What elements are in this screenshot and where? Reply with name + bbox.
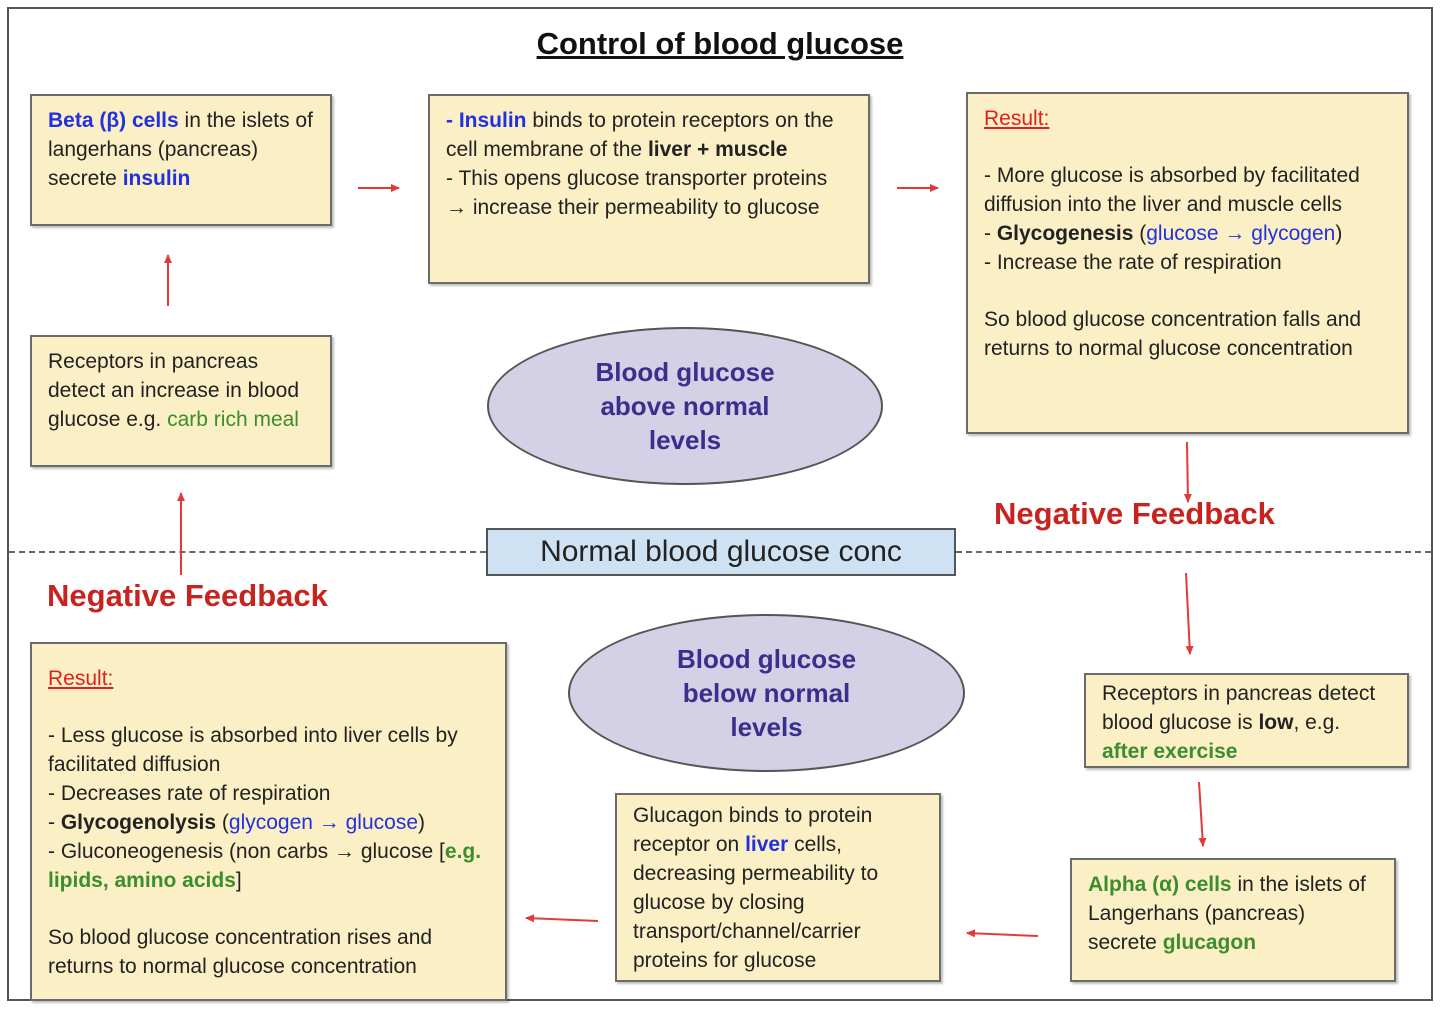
arrow-result-to-normal	[1183, 441, 1192, 503]
receptors-high-box: Receptors in pancreas detect an increase…	[30, 335, 332, 467]
alpha-cells-text: in the islets of Langerhans (pancreas) s…	[1088, 873, 1366, 954]
paren-close-low: )	[418, 811, 426, 834]
result-high-summary: So blood glucose concentration falls and…	[984, 308, 1362, 360]
below-normal-ellipse: Blood glucose below normal levels	[568, 614, 965, 772]
glucagon-action-box: Glucagon binds to protein receptor on li…	[615, 793, 941, 982]
result-high-box: Result: - More glucose is absorbed by fa…	[966, 92, 1409, 434]
result-low-line1: - Less glucose is absorbed into liver ce…	[48, 724, 458, 776]
after-exercise: after exercise	[1102, 740, 1238, 763]
result-high-heading: Result:	[984, 107, 1050, 130]
glycogen-to-glucose: glycogen → glucose	[228, 811, 419, 834]
result-high-line3: - Increase the rate of respiration	[984, 251, 1282, 274]
glucose-to-glycogen: glucose → glycogen	[1146, 222, 1336, 245]
insulin-action-box: - Insulin binds to protein receptors on …	[428, 94, 870, 284]
insulin-text: binds to protein receptors on the cell m…	[446, 109, 834, 161]
glucagon-text: Glucagon binds to protein receptor on	[633, 804, 873, 856]
below-normal-label: Blood glucose below normal levels	[676, 644, 857, 742]
above-normal-ellipse: Blood glucose above normal levels	[487, 327, 883, 485]
result-low-dash: -	[48, 811, 61, 834]
glycogenolysis-term: Glycogenolysis	[60, 811, 217, 834]
paren-close: )	[1335, 222, 1343, 245]
receptors-low-text: Receptors in pancreas detect blood gluco…	[1102, 682, 1376, 734]
result-low-summary: So blood glucose concentration rises and…	[48, 926, 433, 978]
paren-open: (	[1133, 222, 1147, 245]
arrow-receptor-low-to-alpha	[1198, 781, 1207, 847]
result-low-heading: Result:	[48, 667, 114, 690]
liver-term: liver	[745, 833, 789, 856]
above-normal-label: Blood glucose above normal levels	[595, 357, 775, 455]
normal-level-line-right	[956, 551, 1431, 553]
glucagon-text-rest: cells, decreasing permeability to glucos…	[633, 833, 879, 972]
page-title: Control of blood glucose	[536, 26, 904, 61]
gluconeogenesis-text: - Gluconeogenesis (non carbs → glucose [	[48, 840, 445, 863]
receptors-low-box: Receptors in pancreas detect blood gluco…	[1084, 673, 1409, 768]
insulin-transporter-text: - This opens glucose transporter protein…	[446, 167, 828, 219]
result-low-box: Result: - Less glucose is absorbed into …	[30, 642, 507, 1001]
liver-muscle-term: liver + muscle	[647, 138, 788, 161]
arrow-alpha-to-glucagon	[966, 929, 1039, 938]
diagram-frame	[7, 7, 1433, 1001]
paren-open-low: (	[216, 811, 229, 834]
glucagon-term: glucagon	[1162, 931, 1257, 954]
insulin-term: insulin	[122, 167, 191, 190]
beta-cells-term: Beta (β) cells	[48, 109, 179, 132]
result-low-line2: - Decreases rate of respiration	[48, 782, 331, 805]
insulin-heading: - Insulin	[446, 109, 527, 132]
result-high-line1: - More glucose is absorbed by facilitate…	[984, 164, 1360, 216]
arrow-normal-to-receptor-low	[1185, 572, 1194, 655]
alpha-cells-term: Alpha (α) cells	[1088, 873, 1232, 896]
negative-feedback-label-bottom: Negative Feedback	[47, 578, 328, 613]
receptors-low-eg: , e.g.	[1293, 711, 1341, 734]
normal-glucose-label: Normal blood glucose conc	[486, 528, 956, 576]
low-term: low	[1258, 711, 1294, 734]
arrow-glucagon-to-result	[525, 914, 599, 923]
carb-rich-meal: carb rich meal	[167, 408, 299, 431]
negative-feedback-label-top: Negative Feedback	[994, 496, 1275, 531]
bracket-close: ]	[235, 869, 242, 892]
receptors-high-text: Receptors in pancreas detect an increase…	[48, 350, 300, 431]
beta-cells-box: Beta (β) cells in the islets of langerha…	[30, 94, 332, 226]
lipids-amino-acids: e.g. lipids, amino acids	[48, 840, 482, 892]
glycogenesis-term: Glycogenesis	[996, 222, 1134, 245]
beta-cells-text: in the islets of langerhans (pancreas) s…	[48, 109, 313, 190]
alpha-cells-box: Alpha (α) cells in the islets of Langerh…	[1070, 858, 1396, 982]
normal-level-line-left	[9, 551, 486, 553]
result-high-dash: -	[984, 222, 997, 245]
